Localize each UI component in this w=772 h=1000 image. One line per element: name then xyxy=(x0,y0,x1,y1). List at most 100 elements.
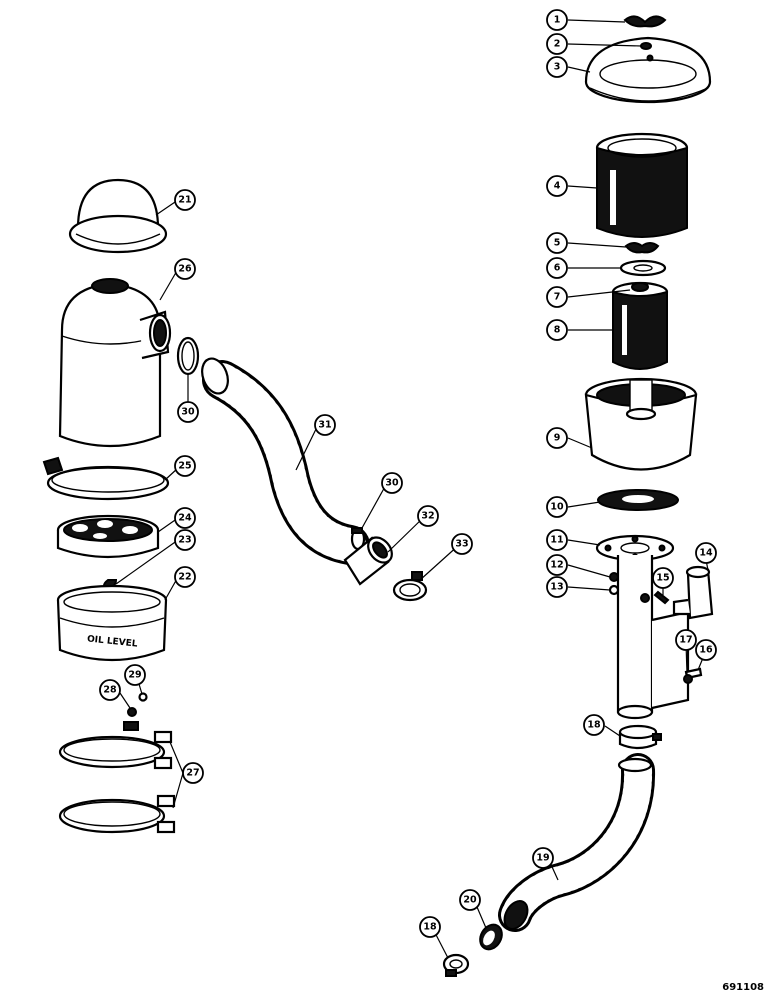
svg-text:1: 1 xyxy=(554,15,561,26)
callout-31: 31 xyxy=(314,414,336,436)
baffle-tray xyxy=(56,514,160,559)
callout-24: 24 xyxy=(174,507,196,529)
callout-14: 14 xyxy=(695,542,717,564)
svg-text:3: 3 xyxy=(554,62,561,73)
callout-20: 20 xyxy=(459,889,481,911)
callout-33: 33 xyxy=(451,533,473,555)
body-clamp-band xyxy=(42,456,170,501)
svg-text:18: 18 xyxy=(423,922,437,933)
svg-text:13: 13 xyxy=(550,582,563,593)
svg-text:18: 18 xyxy=(587,720,601,731)
svg-text:23: 23 xyxy=(178,535,191,546)
hose-sleeve xyxy=(479,923,503,951)
screw-13 xyxy=(608,584,620,596)
svg-text:12: 12 xyxy=(550,560,563,571)
svg-text:28: 28 xyxy=(103,685,117,696)
lower-hose xyxy=(498,753,656,932)
callout-2: 2 xyxy=(546,33,568,55)
callout-28: 28 xyxy=(99,679,121,701)
oil-bath-cleaner-body xyxy=(58,278,172,448)
svg-text:17: 17 xyxy=(679,635,692,646)
figure-number: 691108 xyxy=(722,982,764,993)
callout-30-upper: 30 xyxy=(177,401,199,423)
callout-3: 3 xyxy=(546,56,568,78)
restriction-indicator xyxy=(672,565,714,620)
callout-9: 9 xyxy=(546,427,568,449)
screw-12 xyxy=(609,572,619,582)
svg-text:9: 9 xyxy=(554,433,561,444)
callout-23: 23 xyxy=(174,529,196,551)
svg-text:11: 11 xyxy=(550,535,563,546)
callout-19: 19 xyxy=(532,847,554,869)
svg-text:27: 27 xyxy=(186,768,199,779)
svg-text:4: 4 xyxy=(554,181,561,192)
mounting-band-lower xyxy=(58,794,176,834)
callout-26: 26 xyxy=(174,258,196,280)
callout-8: 8 xyxy=(546,319,568,341)
callout-7: 7 xyxy=(546,286,568,308)
callout-15: 15 xyxy=(652,567,674,589)
svg-text:29: 29 xyxy=(128,670,141,681)
callout-10: 10 xyxy=(546,496,568,518)
svg-text:30: 30 xyxy=(181,407,195,418)
washer xyxy=(619,259,667,277)
wing-nut-top xyxy=(623,15,667,28)
callout-21: 21 xyxy=(174,189,196,211)
callout-18-lower: 18 xyxy=(419,916,441,938)
hose-clamp-30 xyxy=(176,336,200,376)
gasket xyxy=(597,489,679,511)
callout-1: 1 xyxy=(546,9,568,31)
svg-text:33: 33 xyxy=(455,539,468,550)
svg-text:2: 2 xyxy=(554,39,561,50)
svg-text:10: 10 xyxy=(550,502,564,513)
callout-12: 12 xyxy=(546,554,568,576)
hose-sleeve-32 xyxy=(343,536,393,586)
callout-6: 6 xyxy=(546,257,568,279)
svg-text:5: 5 xyxy=(554,238,561,249)
hose-clamp-lower xyxy=(442,953,470,977)
svg-text:16: 16 xyxy=(699,645,713,656)
nut-29 xyxy=(138,692,148,702)
bolt xyxy=(683,667,703,684)
svg-text:21: 21 xyxy=(178,195,191,206)
svg-text:26: 26 xyxy=(178,264,192,275)
callout-29: 29 xyxy=(124,664,146,686)
hose-clamp-33 xyxy=(392,571,428,602)
svg-text:6: 6 xyxy=(554,263,561,274)
callout-17: 17 xyxy=(675,629,697,651)
mounting-band-upper xyxy=(58,721,173,770)
svg-text:30: 30 xyxy=(385,478,399,489)
callout-27: 27 xyxy=(182,762,204,784)
callout-25: 25 xyxy=(174,455,196,477)
connecting-hose xyxy=(201,357,370,565)
svg-text:31: 31 xyxy=(318,420,331,431)
callout-11: 11 xyxy=(546,529,568,551)
svg-text:15: 15 xyxy=(656,573,669,584)
callout-22: 22 xyxy=(174,566,196,588)
callout-32: 32 xyxy=(417,505,439,527)
screw-28 xyxy=(127,707,137,717)
svg-text:22: 22 xyxy=(178,572,191,583)
callout-30-lower: 30 xyxy=(381,472,403,494)
svg-text:7: 7 xyxy=(554,292,561,303)
oil-bowl xyxy=(584,377,698,471)
hose-clamp-upper xyxy=(618,724,662,750)
filter-element-outer xyxy=(595,132,689,238)
precleaner-cap xyxy=(68,178,168,254)
svg-text:32: 32 xyxy=(421,511,434,522)
callout-13: 13 xyxy=(546,576,568,598)
svg-text:24: 24 xyxy=(178,513,192,524)
svg-text:19: 19 xyxy=(536,853,549,864)
callout-4: 4 xyxy=(546,175,568,197)
callout-16: 16 xyxy=(695,639,717,661)
set-screw xyxy=(653,590,670,605)
filter-element-inner xyxy=(611,281,669,370)
svg-text:8: 8 xyxy=(554,325,561,336)
callout-18-upper: 18 xyxy=(583,714,605,736)
callout-5: 5 xyxy=(546,232,568,254)
svg-text:25: 25 xyxy=(178,461,191,472)
wing-nut-middle xyxy=(624,242,660,254)
svg-text:20: 20 xyxy=(463,895,477,906)
flange xyxy=(595,534,675,562)
